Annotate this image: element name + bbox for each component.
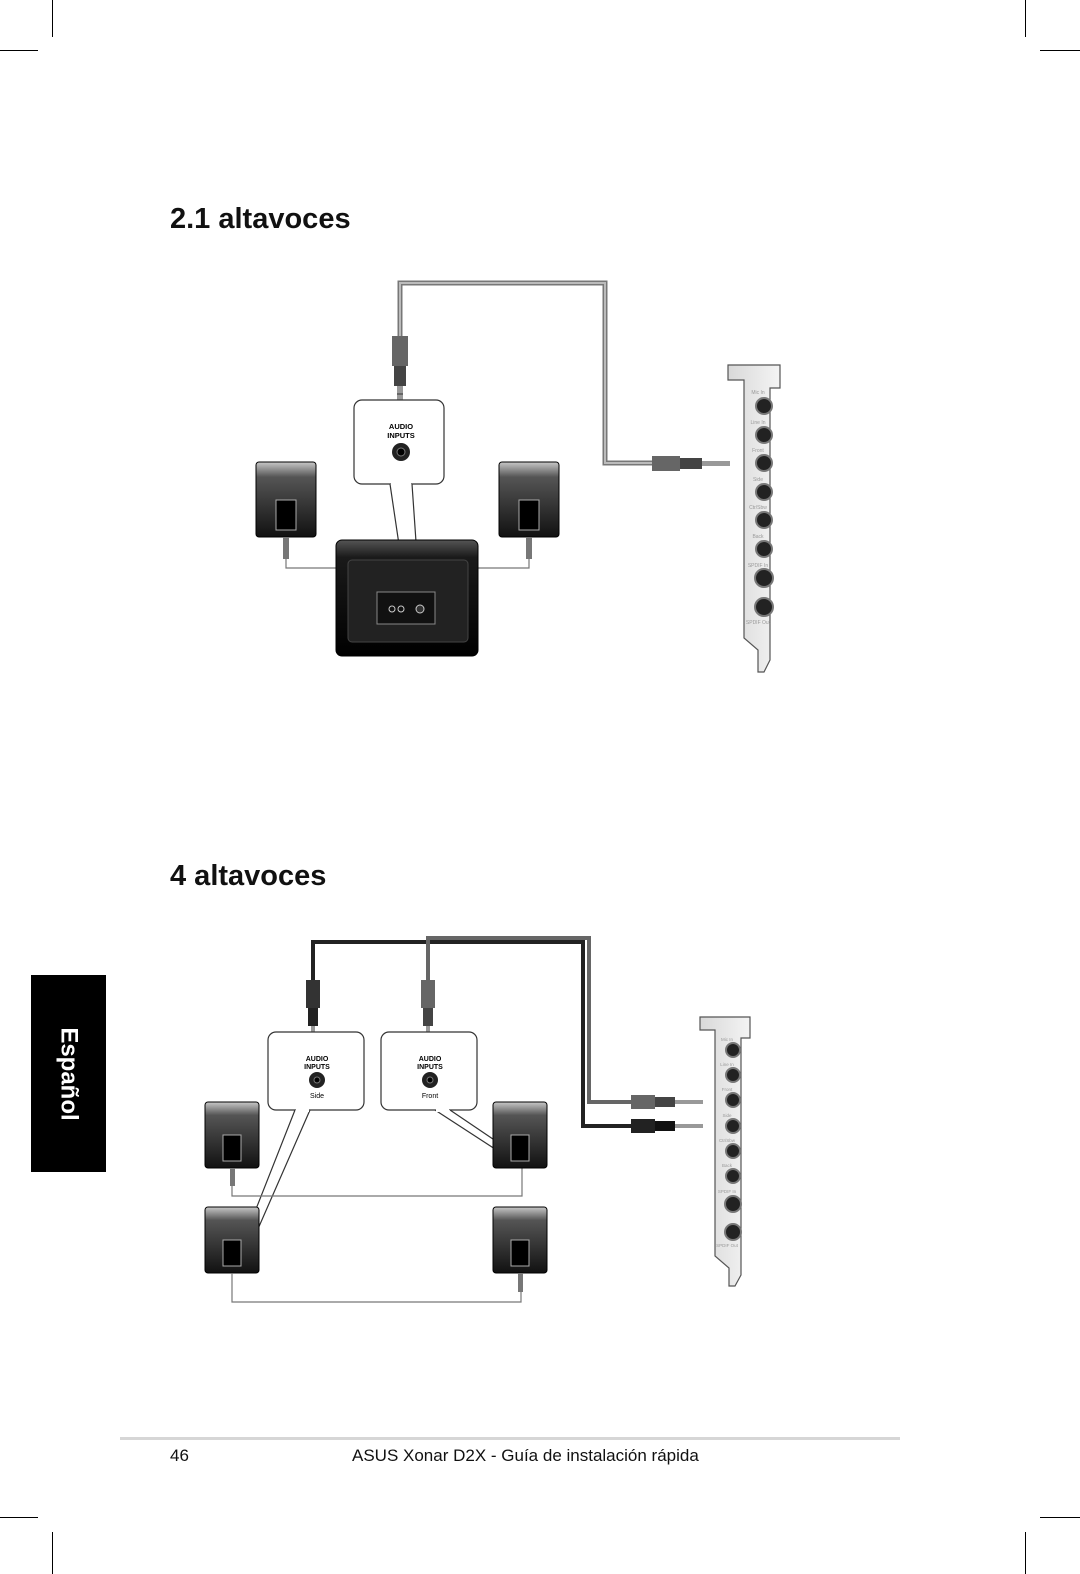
side-cable bbox=[311, 940, 635, 1128]
crop-mark bbox=[0, 50, 38, 51]
port-label: Ctr/Sbw bbox=[749, 505, 767, 511]
sound-card-jacks bbox=[724, 1042, 742, 1241]
port-label: Ctr/Sbw bbox=[719, 1138, 736, 1143]
crop-mark bbox=[0, 1517, 38, 1518]
sound-card-port-labels: Mic In Line In Front Side Ctr/Sbw Back S… bbox=[746, 390, 771, 626]
audio-inputs-label: AUDIO bbox=[419, 1056, 442, 1063]
rear-left-speaker bbox=[204, 1206, 522, 1303]
audio-plug-icon bbox=[631, 1095, 703, 1109]
crop-mark bbox=[1040, 50, 1080, 51]
crop-mark bbox=[1025, 1532, 1026, 1574]
port-label: Side bbox=[722, 1113, 732, 1118]
port-label: Front bbox=[752, 448, 764, 454]
port-label: Mic In bbox=[721, 1037, 733, 1042]
port-label: Back bbox=[722, 1163, 733, 1168]
audio-inputs-label: AUDIO bbox=[306, 1056, 329, 1063]
language-tab-label: Español bbox=[55, 1026, 83, 1121]
front-cable bbox=[426, 936, 635, 1104]
diagram-4-speakers: AUDIO INPUTS Side AUDIO INPUTS Front bbox=[204, 936, 751, 1303]
footer-title: ASUS Xonar D2X - Guía de instalación ráp… bbox=[352, 1446, 699, 1465]
crop-mark bbox=[52, 1532, 53, 1574]
audio-inputs-label: INPUTS bbox=[387, 431, 415, 440]
language-tab: Español bbox=[31, 975, 106, 1172]
port-label: SPDIF In bbox=[718, 1189, 737, 1194]
audio-inputs-label: INPUTS bbox=[304, 1064, 330, 1071]
port-label: Line In bbox=[750, 420, 765, 426]
port-label: Back bbox=[752, 534, 764, 540]
page-number: 46 bbox=[170, 1446, 189, 1465]
port-label: Front bbox=[722, 1087, 733, 1092]
diagram-2-1-speakers: AUDIO INPUTS Mi bbox=[255, 280, 781, 673]
sound-card-jacks bbox=[754, 397, 774, 617]
audio-inputs-label: INPUTS bbox=[417, 1064, 443, 1071]
subwoofer bbox=[335, 539, 479, 657]
section-heading-2-1: 2.1 altavoces bbox=[170, 203, 351, 235]
front-right-speaker bbox=[492, 1101, 548, 1169]
port-label: Mic In bbox=[751, 390, 765, 396]
sound-card-bracket bbox=[699, 1016, 751, 1287]
audio-plug-icon bbox=[631, 1119, 703, 1133]
port-label: SPDIF Out bbox=[746, 620, 771, 626]
footer-rule bbox=[120, 1437, 900, 1440]
right-speaker bbox=[401, 461, 560, 588]
rear-right-speaker bbox=[492, 1206, 548, 1292]
sound-card-port-labels: Mic In Line In Front Side Ctr/Sbw Back S… bbox=[716, 1037, 739, 1248]
port-label: Side bbox=[753, 477, 763, 483]
audio-inputs-label: AUDIO bbox=[389, 422, 413, 431]
audio-plug-icon bbox=[652, 456, 730, 471]
front-label: Front bbox=[422, 1093, 438, 1100]
front-left-speaker bbox=[204, 1101, 523, 1197]
port-label: SPDIF Out bbox=[716, 1243, 739, 1248]
port-label: SPDIF In bbox=[748, 563, 769, 569]
port-label: Line In bbox=[720, 1062, 734, 1067]
section-heading-4: 4 altavoces bbox=[170, 860, 327, 892]
audio-inputs-callout: AUDIO INPUTS bbox=[353, 399, 445, 586]
crop-mark bbox=[1025, 0, 1026, 37]
crop-mark bbox=[1040, 1517, 1080, 1518]
crop-mark bbox=[52, 0, 53, 37]
side-label: Side bbox=[310, 1093, 324, 1100]
